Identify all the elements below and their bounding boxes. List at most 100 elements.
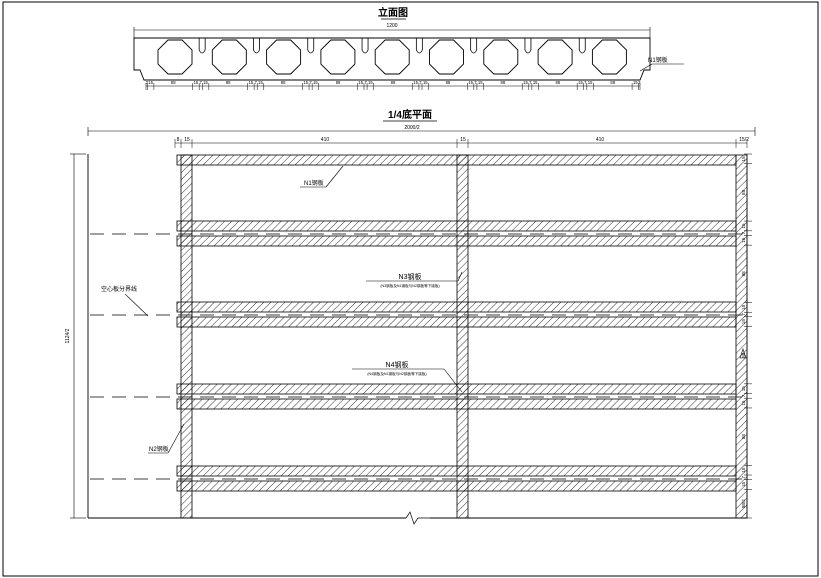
elevation-dim-label: 88 (446, 80, 451, 85)
plan-right-dim-label: 88/2 (741, 499, 746, 508)
elevation-hollow-cell (157, 39, 193, 75)
elevation-dim-label: 88 (171, 80, 176, 85)
elevation-joint (578, 38, 586, 54)
n3-steel-plate (176, 398, 737, 410)
elevation-dim-label: 15 (578, 80, 583, 85)
elevation-dim-label: 15 (633, 80, 638, 85)
elevation-dim-label: 88 (610, 80, 615, 85)
elevation-dim-label: 7 (254, 80, 257, 85)
elevation-dim-label: 15 (423, 80, 428, 85)
n3-steel-plate (176, 301, 737, 313)
elevation-hollow-cell (537, 39, 573, 75)
plan-dim-3: 15 (460, 137, 466, 143)
plan-dim-5: 15/2 (739, 137, 749, 143)
elevation-dim-label: 15 (303, 80, 308, 85)
elevation-dim-label: 15 (194, 80, 199, 85)
plan-right-dim-label: 15 (741, 237, 746, 243)
plan-view: 1/4底平面 2000/2 8 15 410 15 410 15/2 (65, 108, 756, 525)
elevation-dim-label: 15 (478, 80, 483, 85)
plan-n4-note: (N4钢板及N1钢板与N2钢板等下接板) (367, 371, 426, 376)
elevation-hollow-cell (483, 39, 519, 75)
elevation-dim-label: 88 (336, 80, 341, 85)
elevation-hollow-cell (429, 39, 464, 75)
elevation-joint (470, 38, 478, 54)
plan-right-dim-label: 15 (741, 223, 746, 229)
plan-right-dim-label: 88 (741, 352, 746, 358)
elevation-dim-label: 15 (468, 80, 473, 85)
plan-right-dim-label: 15 (741, 304, 746, 310)
elevation-joint (198, 38, 206, 54)
plan-right-dim-label: 15 (741, 481, 746, 487)
elevation-top-dimension: 1200 (133, 23, 651, 38)
elevation-hollow-cell (211, 39, 247, 75)
plan-height-label: 1124/2 (65, 328, 71, 343)
elevation-dim-label: 15 (588, 80, 593, 85)
elevation-dim-label: 7 (584, 80, 587, 85)
n3-steel-plate (176, 235, 737, 247)
plan-n2-label: N2钢板 (149, 445, 169, 453)
plan-right-dim-label: 7 (741, 476, 746, 479)
elevation-joint (361, 38, 369, 54)
elevation-dim-label: 7 (419, 80, 422, 85)
elevation-dim-label: 7 (529, 80, 532, 85)
plan-right-dim-label: 15 (741, 319, 746, 325)
elevation-dim-label: 88 (555, 80, 560, 85)
plan-width-label: 2000/2 (404, 125, 420, 131)
elevation-dim-label: 7 (309, 80, 312, 85)
plan-right-dim-label: 15 (741, 400, 746, 406)
elevation-dim-label: 15 (148, 80, 153, 85)
elevation-joint (415, 38, 423, 54)
elevation-dim-label: 88 (391, 80, 396, 85)
elevation-dim-label: 7 (364, 80, 367, 85)
elevation-dim-label: 88 (281, 80, 286, 85)
elevation-dim-label: 3 (638, 80, 641, 85)
elevation-dim-label: 15 (523, 80, 528, 85)
plan-labels: N1钢板 N3钢板 (N3钢板及N1钢板与N2钢板等下接板) N4钢板 (N4钢… (101, 165, 463, 454)
elevation-dim-label: 15 (413, 80, 418, 85)
n2-steel-plate (456, 154, 469, 519)
plan-right-dim-label: 7 (741, 394, 746, 397)
n3-steel-plate (176, 480, 737, 492)
plan-left-dimension: 1124/2 (65, 153, 86, 519)
plan-right-dim-label: 88 (741, 434, 746, 440)
plan-dim-4: 410 (596, 137, 605, 143)
plan-dim-0: 8 (177, 137, 180, 143)
plan-dim-1: 15 (184, 137, 190, 143)
elevation-dim-label: 15 (248, 80, 253, 85)
elevation-hollow-cell (374, 39, 410, 75)
elevation-hollow-cell (320, 39, 356, 75)
plan-n4-label: N4钢板 (386, 360, 409, 369)
n2-steel-plate (735, 154, 748, 519)
elevation-dim-label: 15 (358, 80, 363, 85)
elevation-hollow-cell (266, 39, 302, 75)
plan-right-dim-label: 7 (741, 231, 746, 234)
plan-right-dim-label: 15 (741, 386, 746, 392)
elevation-joint (253, 38, 260, 54)
plan-title: 1/4底平面 (388, 108, 432, 121)
plan-n3-label: N3钢板 (399, 272, 422, 281)
elevation-dim-label: 15 (368, 80, 373, 85)
plan-top-dimensions: 8 15 410 15 410 15/2 (174, 137, 749, 148)
n1-steel-plate (176, 154, 737, 166)
plan-right-dim-label: 7 (741, 313, 746, 316)
plan-n1-label: N1钢板 (304, 179, 324, 187)
elevation-joint (524, 38, 532, 54)
plan-dim-2: 410 (321, 137, 330, 143)
elevation-dim-label: 7 (200, 80, 203, 85)
elevation-dim-label: 15 (533, 80, 538, 85)
elevation-slab-outline (133, 37, 651, 81)
plan-n3-note: (N3钢板及N1钢板与N2钢板等下接板) (380, 283, 439, 288)
elevation-title: 立面图 (378, 6, 408, 19)
plan-overall-dimension: 2000/2 (87, 125, 756, 136)
plan-boundary-label: 空心板分界线 (101, 285, 137, 293)
elevation-joint (307, 38, 315, 54)
elevation-hollow-cell (591, 39, 627, 75)
elevation-width-label: 1200 (386, 23, 397, 29)
plan-right-dim-label: 15 (741, 467, 746, 473)
elevation-dim-label: 88 (501, 80, 506, 85)
